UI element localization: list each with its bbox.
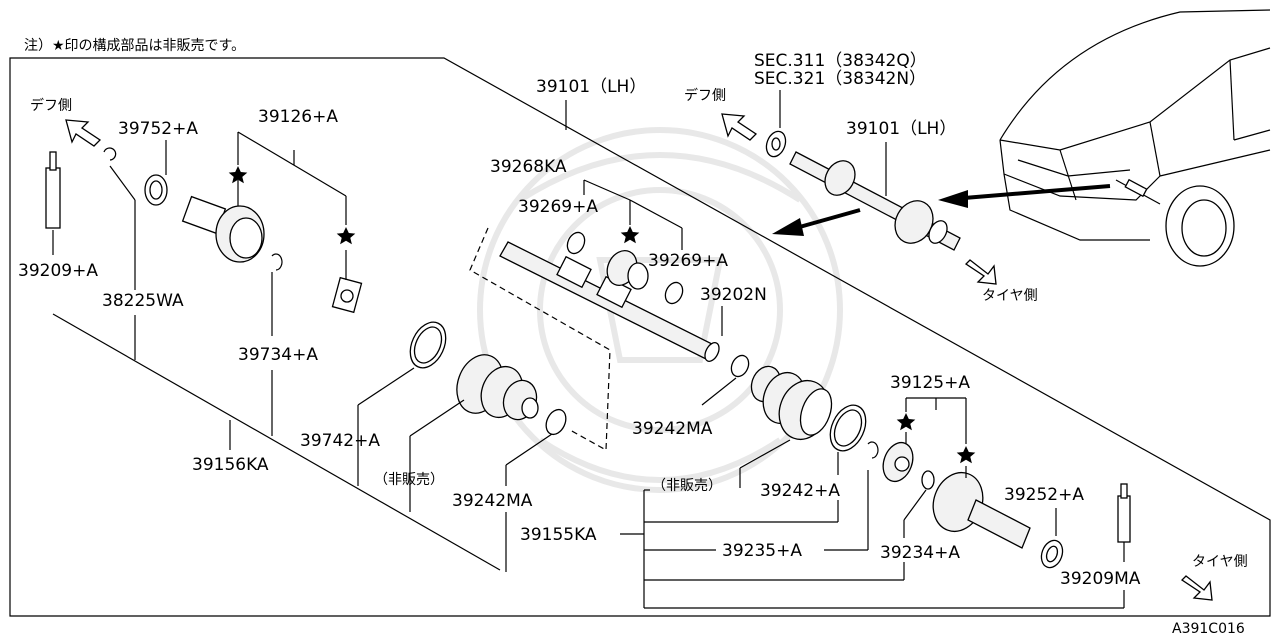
part-39235-ring	[867, 441, 879, 459]
part-39209-left	[45, 151, 61, 229]
part-39209ma-shaft	[1117, 483, 1131, 543]
label-sec321: SEC.321（38342N）	[754, 69, 926, 89]
label-39234: 39234+A	[880, 543, 960, 563]
note-text: 注）★印の構成部品は非販売です。	[24, 38, 245, 54]
label-39125: 39125+A	[890, 373, 970, 393]
part-boot-right	[750, 365, 833, 441]
pointer-arrow-head	[938, 190, 968, 208]
label-39202: 39202N	[700, 285, 767, 305]
part-damper	[606, 249, 649, 290]
part-boot-left	[456, 354, 539, 421]
part-39742-band	[409, 321, 447, 369]
not-for-sale-label-right: （非販売）	[652, 478, 722, 494]
part-inner-housing	[181, 195, 265, 263]
watermark-logo	[477, 127, 843, 493]
label-39268: 39268KA	[490, 157, 567, 177]
label-39242: 39242+A	[760, 481, 840, 501]
part-outer-joint	[932, 471, 1031, 549]
label-38225: 38225WA	[102, 291, 184, 311]
part-39242-band	[829, 404, 867, 452]
star-icon	[896, 413, 916, 431]
diff-side-label-left: デフ側	[30, 97, 72, 114]
label-39156: 39156KA	[192, 455, 269, 475]
dashed-group-outline	[469, 227, 611, 451]
label-39269-b: 39269+A	[648, 251, 728, 271]
part-39269-clamp-a	[566, 231, 586, 255]
part-inset-seal	[765, 130, 787, 158]
car-illustration	[999, 9, 1271, 267]
label-39269-a: 39269+A	[518, 197, 598, 217]
star-icon	[956, 446, 976, 464]
label-39242ma-right: 39242MA	[632, 419, 713, 439]
part-39252-seal	[1040, 539, 1064, 569]
part-39234-ring	[921, 470, 935, 490]
label-39126: 39126+A	[258, 107, 338, 127]
part-39269-clamp-b	[664, 281, 684, 305]
label-39101-main: 39101（LH）	[536, 77, 646, 97]
frame-outline	[9, 57, 1271, 617]
label-39752: 39752+A	[118, 119, 198, 139]
label-39734: 39734+A	[238, 345, 318, 365]
label-39742: 39742+A	[300, 431, 380, 451]
diff-direction-arrow-icon	[721, 113, 758, 141]
star-icon	[620, 226, 640, 244]
pointer-arrow-line	[963, 184, 1111, 200]
part-39734-ring	[271, 253, 283, 271]
pointer-arrow-head	[772, 218, 804, 236]
label-39209ma: 39209MA	[1060, 569, 1141, 589]
label-39101-inset: 39101（LH）	[846, 119, 956, 139]
star-icon	[228, 166, 248, 184]
star-icon	[336, 227, 356, 245]
tire-direction-arrow-icon	[1180, 575, 1213, 601]
part-spider	[331, 276, 363, 314]
part-39242ma-left	[545, 408, 567, 436]
not-for-sale-label-left: （非販売）	[374, 472, 444, 488]
tire-direction-arrow-icon	[964, 259, 997, 285]
part-39752-seal	[144, 174, 168, 206]
label-sec311: SEC.311（38342Q）	[754, 51, 927, 71]
label-39252: 39252+A	[1004, 485, 1084, 505]
tire-side-label-right: タイヤ側	[1192, 554, 1248, 570]
diff-side-label-top: デフ側	[684, 87, 726, 104]
label-39242ma-left: 39242MA	[452, 491, 533, 511]
part-39202-shaft	[499, 241, 720, 362]
label-39155: 39155KA	[520, 525, 597, 545]
diff-direction-arrow-icon	[65, 119, 102, 147]
label-39235: 39235+A	[722, 541, 802, 561]
part-snap-ring	[103, 147, 117, 161]
label-39209-left: 39209+A	[18, 261, 98, 281]
tire-side-label-top: タイヤ側	[982, 288, 1038, 304]
part-inset-driveshaft	[789, 151, 961, 251]
part-39242ma-right	[730, 354, 750, 378]
pointer-arrow-line	[795, 208, 861, 230]
part-inner-race	[882, 441, 914, 483]
diagram-code: A391C016	[1172, 621, 1245, 637]
